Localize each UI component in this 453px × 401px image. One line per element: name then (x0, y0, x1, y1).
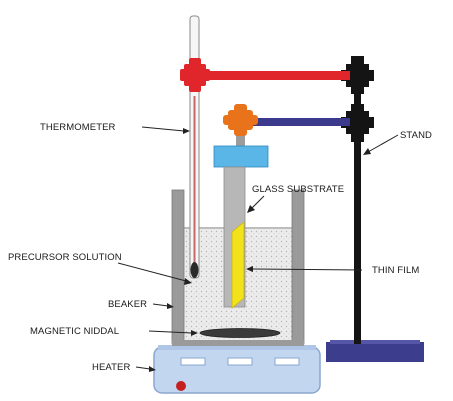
heater (153, 345, 321, 394)
thin-film-arrow (251, 268, 363, 271)
beaker-bottom (172, 340, 304, 346)
label-stand: STAND (400, 130, 432, 141)
heater-knob (176, 381, 186, 391)
thermometer (180, 15, 210, 279)
label-beaker: BEAKER (108, 299, 147, 310)
glass-substrate-arrow-head (247, 205, 255, 213)
heater-indicator-3 (274, 357, 300, 366)
thermometer-arrow (141, 126, 185, 132)
thermometer-mercury (193, 96, 196, 268)
beaker-right-wall (291, 189, 305, 345)
substrate-holder (213, 104, 269, 309)
heater-top-plate (158, 345, 316, 350)
stand-clamp-upper (341, 56, 374, 94)
magnetic-niddal-arrow-head (191, 330, 198, 336)
thermometer-clamp-arm (200, 71, 350, 80)
label-thermometer: THERMOMETER (40, 122, 116, 133)
label-arrows (117, 126, 399, 372)
stand (326, 56, 424, 362)
label-heater: HEATER (92, 362, 130, 373)
thermometer-clamp-red (180, 58, 210, 92)
heater-arrow-head (149, 366, 156, 372)
stand-arrow (367, 134, 399, 153)
label-thin-film: THIN FILM (372, 265, 419, 276)
label-precursor-solution: PRECURSOR SOLUTION (8, 252, 122, 263)
labels: THERMOMETER STAND GLASS SUBSTRATE PRECUR… (8, 122, 432, 373)
beaker-arrow (152, 303, 169, 307)
heater-indicator-2 (227, 357, 253, 366)
thin-film (231, 221, 245, 309)
label-glass-substrate: GLASS SUBSTRATE (252, 184, 344, 195)
stand-rod (354, 56, 361, 344)
holder-block (213, 145, 269, 168)
label-magnetic-niddal: MAGNETIC NIDDAL (30, 326, 119, 337)
precursor-solution-arrow (117, 262, 187, 282)
holder-clamp-orange (223, 104, 258, 136)
stand-base-top (330, 340, 420, 344)
thermometer-arrow-head (183, 128, 190, 134)
thermometer-bulb (190, 262, 199, 278)
substrate-clamp-arm (240, 118, 350, 126)
glass-substrate-arrow (251, 195, 265, 209)
thin-film-arrow-head (246, 266, 253, 272)
beaker-arrow-head (167, 303, 174, 309)
heater-indicator-1 (180, 357, 206, 366)
stand-clamp-lower (341, 104, 374, 142)
stand-arrow-head (363, 148, 371, 155)
magnetic-niddal-arrow (148, 330, 193, 334)
precursor-solution-arrow-head (184, 278, 192, 285)
magnetic-stirrer (199, 328, 281, 338)
stand-base (326, 342, 424, 362)
beaker-left-wall (171, 189, 185, 345)
heater-arrow (135, 366, 151, 370)
